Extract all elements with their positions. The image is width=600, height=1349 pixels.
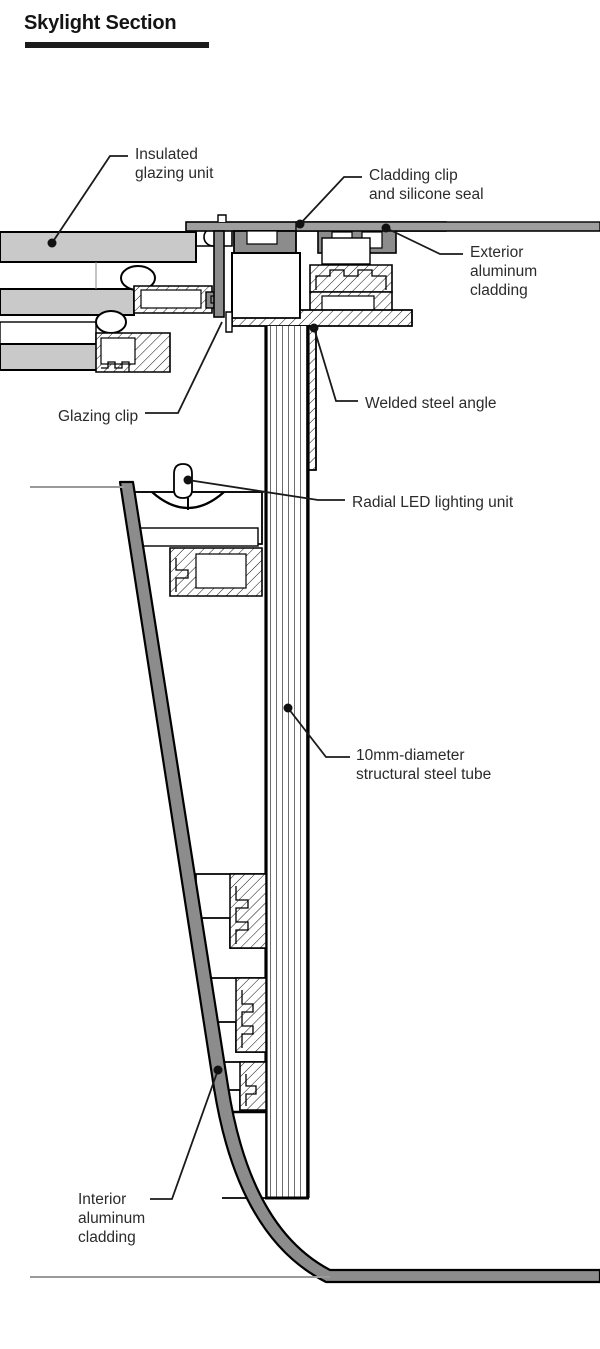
reference-lines [30, 486, 330, 1278]
leader-dot-exterior-cladding [381, 223, 391, 233]
label-structural-steel-tube: 10mm-diameter structural steel tube [356, 747, 492, 783]
structural-steel-tube-graphic [264, 326, 310, 1200]
label-insulated-glazing-unit: Insulated glazing unit [135, 146, 214, 182]
leader-steel-tube [287, 707, 350, 758]
exterior-aluminum-cladding-graphic [295, 221, 600, 232]
leader-radial-led [187, 479, 345, 501]
leader-dot-cladding-clip [295, 219, 305, 229]
radial-led-lighting-unit-graphic [120, 463, 264, 597]
leader-cladding-clip [299, 176, 362, 225]
leader-interior-cladding [150, 1069, 219, 1200]
leader-dot-interior-cladding [213, 1065, 223, 1075]
label-exterior-aluminum-cladding: Exterior aluminum cladding [470, 244, 538, 299]
title-underline-rule [25, 42, 209, 48]
page-title: Skylight Section [24, 12, 177, 34]
leader-lines [47, 155, 463, 1200]
leader-dot-steel-tube [283, 703, 293, 713]
silicone-seal-strip [213, 230, 225, 318]
glazing-clip-graphic [95, 285, 224, 373]
leader-glazing-clip [145, 321, 223, 414]
label-welded-steel-angle: Welded steel angle [365, 395, 497, 412]
cladding-clip-and-silicone-seal-graphic [185, 214, 447, 254]
leader-dot-led [183, 475, 193, 485]
mullion-extrusion-assembly [225, 237, 413, 333]
leader-exterior-cladding [385, 227, 463, 255]
label-interior-aluminum-cladding: Interior aluminum cladding [78, 1191, 146, 1246]
leader-welded-steel-angle [313, 327, 358, 402]
leader-insulated-glazing-unit [51, 155, 128, 244]
label-cladding-clip-and-silicone-seal: Cladding clip and silicone seal [369, 167, 484, 203]
interior-aluminum-cladding-graphic [118, 480, 600, 1284]
label-glazing-clip: Glazing clip [58, 408, 139, 425]
leader-dot-glazing [47, 238, 57, 248]
label-radial-led-lighting-unit: Radial LED lighting unit [352, 494, 514, 511]
leader-dot-steel-angle [309, 323, 319, 333]
